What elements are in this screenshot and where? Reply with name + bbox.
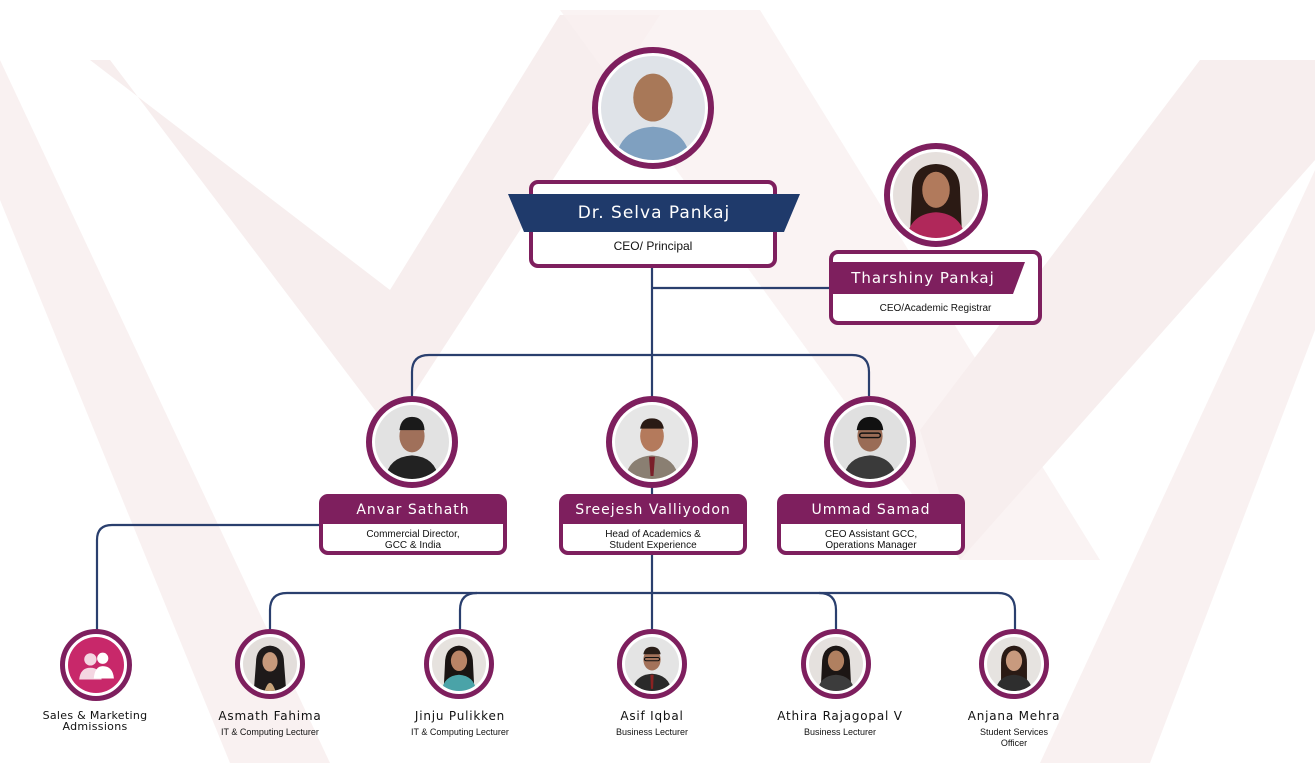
person-icon xyxy=(632,646,672,691)
ceo-photo xyxy=(592,47,714,169)
manager-role-line1: Commercial Director, xyxy=(366,529,460,540)
ceo-role: CEO/ Principal xyxy=(613,239,693,253)
registrar-name: Tharshiny Pankaj xyxy=(851,269,995,287)
manager-name-anvar: Anvar Sathath xyxy=(356,502,470,518)
staff-role: Business Lecturer xyxy=(803,727,877,737)
manager-role-line2: Student Experience xyxy=(609,540,697,551)
person-icon xyxy=(906,164,966,238)
staff-photo-anjana xyxy=(979,629,1049,699)
person-icon xyxy=(253,645,287,691)
registrar-name-banner xyxy=(833,262,1025,294)
person-icon xyxy=(817,645,855,691)
department-name-line2: Admissions xyxy=(62,720,128,733)
staff-photo-athira xyxy=(801,629,871,699)
staff-photo-asif xyxy=(617,629,687,699)
manager-role-line1: Head of Academics & xyxy=(605,529,701,540)
staff-name: Anjana Mehra xyxy=(967,709,1061,723)
staff-role-line2: Officer xyxy=(1000,738,1028,748)
manager-name-band xyxy=(563,498,743,524)
staff-role: IT & Computing Lecturer xyxy=(411,727,509,737)
registrar-photo xyxy=(884,143,988,247)
person-icon xyxy=(843,416,897,479)
person-icon xyxy=(441,645,477,691)
department-badge xyxy=(60,629,132,701)
manager-photo-sreejesh xyxy=(606,396,698,488)
staff-name: Athira Rajagopal V xyxy=(777,709,903,723)
manager-photo-ummad xyxy=(824,396,916,488)
person-icon xyxy=(385,416,439,479)
manager-name-ummad: Ummad Samad xyxy=(811,502,931,518)
manager-name-band xyxy=(781,498,961,524)
manager-role-line2: GCC & India xyxy=(384,540,442,551)
person-icon xyxy=(615,73,691,160)
ceo-name-banner xyxy=(508,194,800,232)
staff-name: Jinju Pulikken xyxy=(414,709,506,723)
staff-role-line1: Student Services xyxy=(979,727,1049,737)
staff-name: Asmath Fahima xyxy=(218,709,322,723)
manager-role-line2: Operations Manager xyxy=(825,540,917,551)
person-icon xyxy=(625,418,679,479)
registrar-role: CEO/Academic Registrar xyxy=(879,303,992,314)
manager-name-band xyxy=(323,498,503,524)
staff-role: Business Lecturer xyxy=(615,727,689,737)
manager-photo-anvar xyxy=(366,396,458,488)
manager-name-sreejesh: Sreejesh Valliyodon xyxy=(575,502,731,518)
staff-name: Asif Iqbal xyxy=(620,709,684,723)
staff-photo-jinju xyxy=(424,629,494,699)
users-icon xyxy=(79,652,114,680)
ceo-name: Dr. Selva Pankaj xyxy=(577,203,731,223)
department-name-line1: Sales & Marketing xyxy=(42,709,148,722)
staff-role: IT & Computing Lecturer xyxy=(221,727,319,737)
staff-photo-asmath xyxy=(235,629,305,699)
person-icon xyxy=(995,645,1033,691)
manager-role-line1: CEO Assistant GCC, xyxy=(824,529,918,540)
